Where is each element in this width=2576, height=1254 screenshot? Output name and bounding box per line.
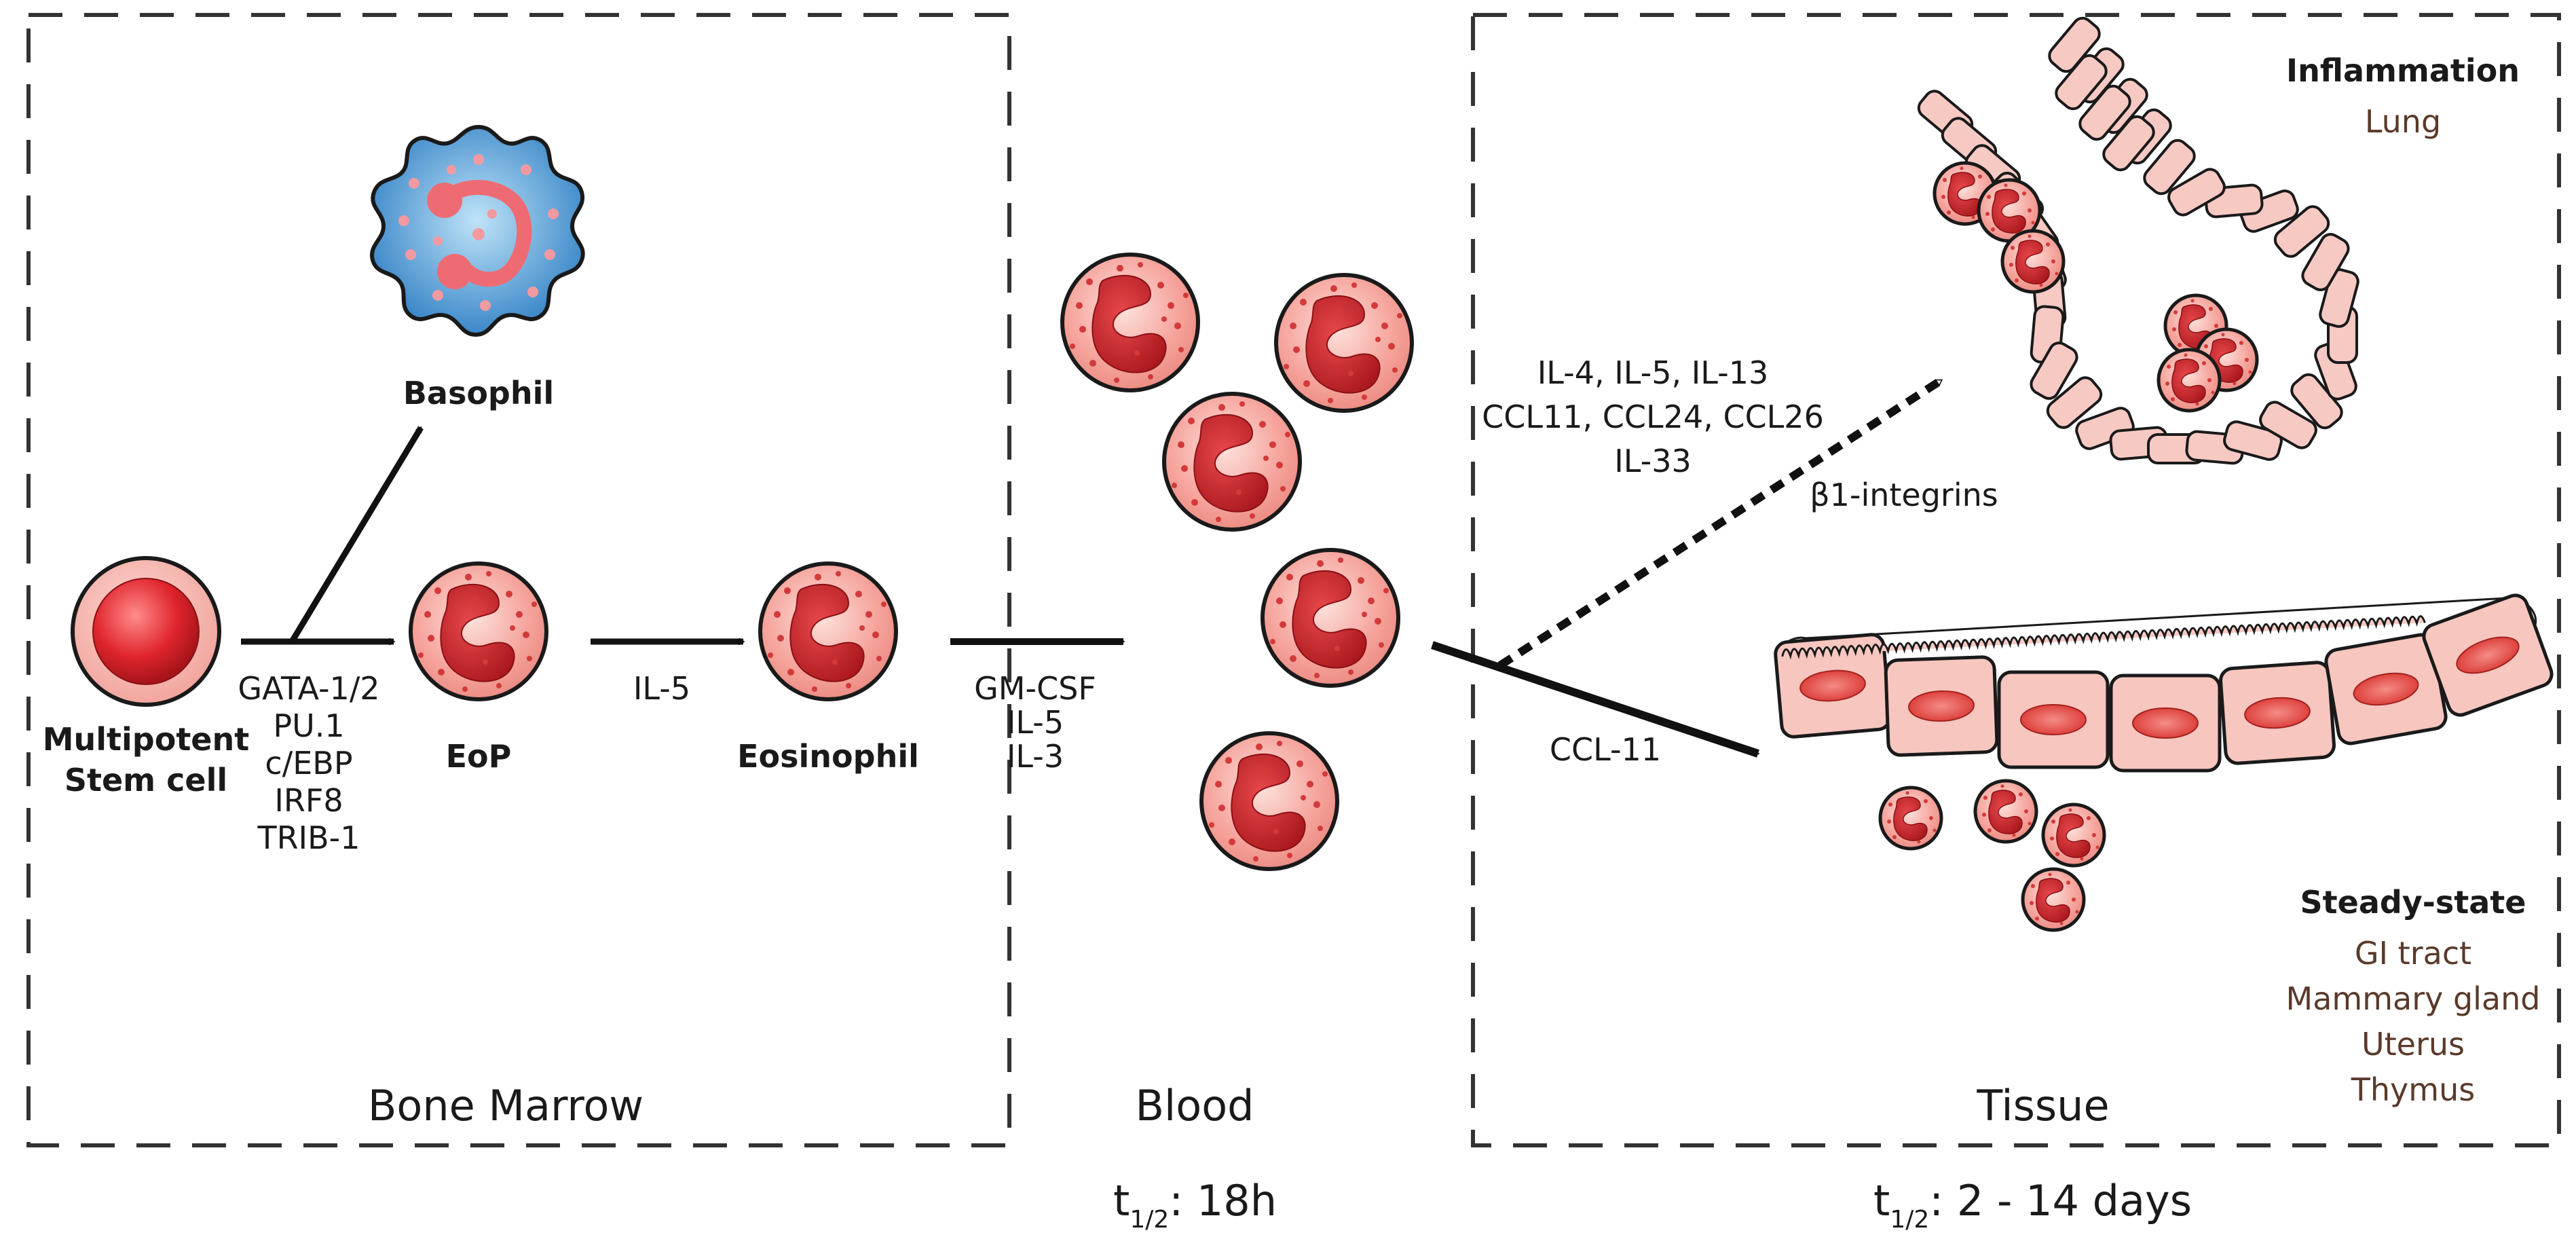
integrins-label: β1-integrins xyxy=(1810,477,1998,513)
tissue-label: Tissue xyxy=(1976,1081,2109,1130)
gut-eosinophil-1 xyxy=(1880,788,1941,849)
arrow-to-inflammation xyxy=(1497,376,1944,669)
inflammation-site: Lung xyxy=(2365,103,2441,140)
factor-trib1: TRIB-1 xyxy=(257,819,360,856)
steady-state-title: Steady-state xyxy=(2300,884,2526,921)
factor-cebp: c/EBP xyxy=(265,745,352,781)
factor-ccl: CCL11, CCL24, CCL26 xyxy=(1482,399,1824,435)
blood-eosinophil-2 xyxy=(1276,275,1412,411)
eop-label: EoP xyxy=(446,738,512,775)
site-uterus: Uterus xyxy=(2362,1026,2465,1063)
arrow-to-basophil xyxy=(289,426,424,644)
ccl11-label: CCL-11 xyxy=(1550,731,1661,768)
stem-cell-label-line1: Multipotent xyxy=(43,721,250,758)
stem-cell-label-line2: Stem cell xyxy=(64,762,227,798)
arrow-to-steady-state xyxy=(1431,641,1758,758)
gut-eosinophil-2 xyxy=(1975,781,2036,842)
lung-eosinophil-6 xyxy=(2159,350,2220,411)
tissue-region-box xyxy=(1471,13,2561,1147)
factor-pu1: PU.1 xyxy=(273,707,344,744)
factor-gata: GATA-1/2 xyxy=(238,670,379,707)
gut-eosinophil-4 xyxy=(2023,869,2084,930)
gut-eosinophil-3 xyxy=(2043,805,2104,866)
factor-il33: IL-33 xyxy=(1614,443,1692,479)
bone-marrow-label: Bone Marrow xyxy=(368,1081,643,1130)
transcription-factor-list: GATA-1/2 PU.1 c/EBP IRF8 TRIB-1 xyxy=(238,670,379,856)
lung-eosinophil-3 xyxy=(2002,231,2064,292)
blood-eosinophil-4 xyxy=(1263,550,1398,686)
site-gi-tract: GI tract xyxy=(2355,935,2471,972)
blood-half-life: t1/2: 18h xyxy=(1113,1176,1277,1234)
eop-cell xyxy=(411,564,546,699)
blood-eosinophil-5 xyxy=(1201,733,1337,869)
basophil-cell xyxy=(369,124,585,337)
blood-eosinophil-3 xyxy=(1164,394,1300,530)
factor-gmcsf: GM-CSF xyxy=(974,670,1096,707)
eosinophil-label: Eosinophil xyxy=(737,738,919,775)
factor-irf8: IRF8 xyxy=(274,782,343,819)
blood-factor-list: GM-CSF IL-5 IL-3 xyxy=(974,670,1096,775)
factor-il5-blood: IL-5 xyxy=(1007,704,1064,741)
basophil-label: Basophil xyxy=(403,375,554,411)
gut-epithelium xyxy=(1774,592,2555,771)
factor-il4-il5-il13: IL-4, IL-5, IL-13 xyxy=(1537,354,1769,391)
il5-label: IL-5 xyxy=(633,670,690,707)
stem-cell xyxy=(71,556,221,707)
site-thymus: Thymus xyxy=(2351,1071,2475,1108)
inflammation-factor-list: IL-4, IL-5, IL-13 CCL11, CCL24, CCL26 IL… xyxy=(1482,354,1824,479)
factor-il3: IL-3 xyxy=(1007,738,1064,775)
blood-eosinophil-1 xyxy=(1062,255,1198,390)
inflammation-title: Inflammation xyxy=(2286,52,2520,89)
site-mammary-gland: Mammary gland xyxy=(2286,980,2541,1017)
tissue-half-life: t1/2: 2 - 14 days xyxy=(1873,1176,2192,1234)
blood-label: Blood xyxy=(1136,1081,1254,1130)
steady-state-site-list: GI tract Mammary gland Uterus Thymus xyxy=(2286,935,2541,1108)
eosinophil-cell xyxy=(760,564,896,699)
